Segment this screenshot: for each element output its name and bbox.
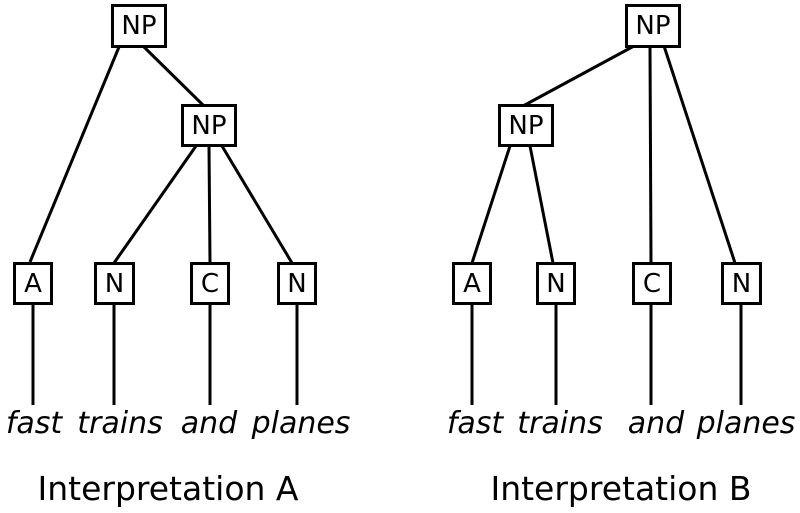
tree-a-word-trains: trains <box>77 406 163 441</box>
edge-b-inner-to-a <box>470 145 512 264</box>
tree-b-leaf-n1-node: N <box>536 262 576 305</box>
tree-b-root-np-node: NP <box>625 4 681 48</box>
edge-a-inner-to-n2 <box>220 145 294 264</box>
edge-b-root-to-inner <box>522 44 635 108</box>
tree-a-word-and: and <box>180 406 238 441</box>
tree-b-word-fast: fast <box>446 406 504 441</box>
edge-a-root-to-inner <box>142 45 206 108</box>
tree-a-leaf-a-node: A <box>13 262 53 305</box>
tree-b-caption: Interpretation B <box>490 469 752 508</box>
tree-b-leaf-a-node: A <box>452 262 492 305</box>
edge-b-root-to-c <box>648 45 653 264</box>
edge-b-inner-to-n1 <box>528 145 555 264</box>
tree-a-word-planes: planes <box>251 406 351 441</box>
edge-b-root-to-n2 <box>662 45 737 264</box>
tree-b-word-and: and <box>627 406 685 441</box>
tree-b-leaf-n2-node: N <box>721 262 762 305</box>
edge-a-inner-to-c <box>207 145 212 264</box>
tree-a-leaf-n1-node: N <box>94 262 135 305</box>
tree-b-word-planes: planes <box>696 406 796 441</box>
tree-b-leaf-c-node: C <box>632 262 672 305</box>
edge-a-root-to-a <box>28 46 121 263</box>
tree-a-leaf-c-node: C <box>190 262 230 305</box>
tree-a-caption: Interpretation A <box>37 469 299 508</box>
tree-a-root-np-node: NP <box>111 4 167 48</box>
tree-a-leaf-n2-node: N <box>277 262 317 305</box>
tree-b-word-trains: trains <box>517 406 603 441</box>
edge-a-inner-to-n1 <box>112 145 198 264</box>
tree-a-word-fast: fast <box>5 406 63 441</box>
tree-a-inner-np-node: NP <box>181 104 237 147</box>
tree-b-inner-np-node: NP <box>498 104 554 147</box>
